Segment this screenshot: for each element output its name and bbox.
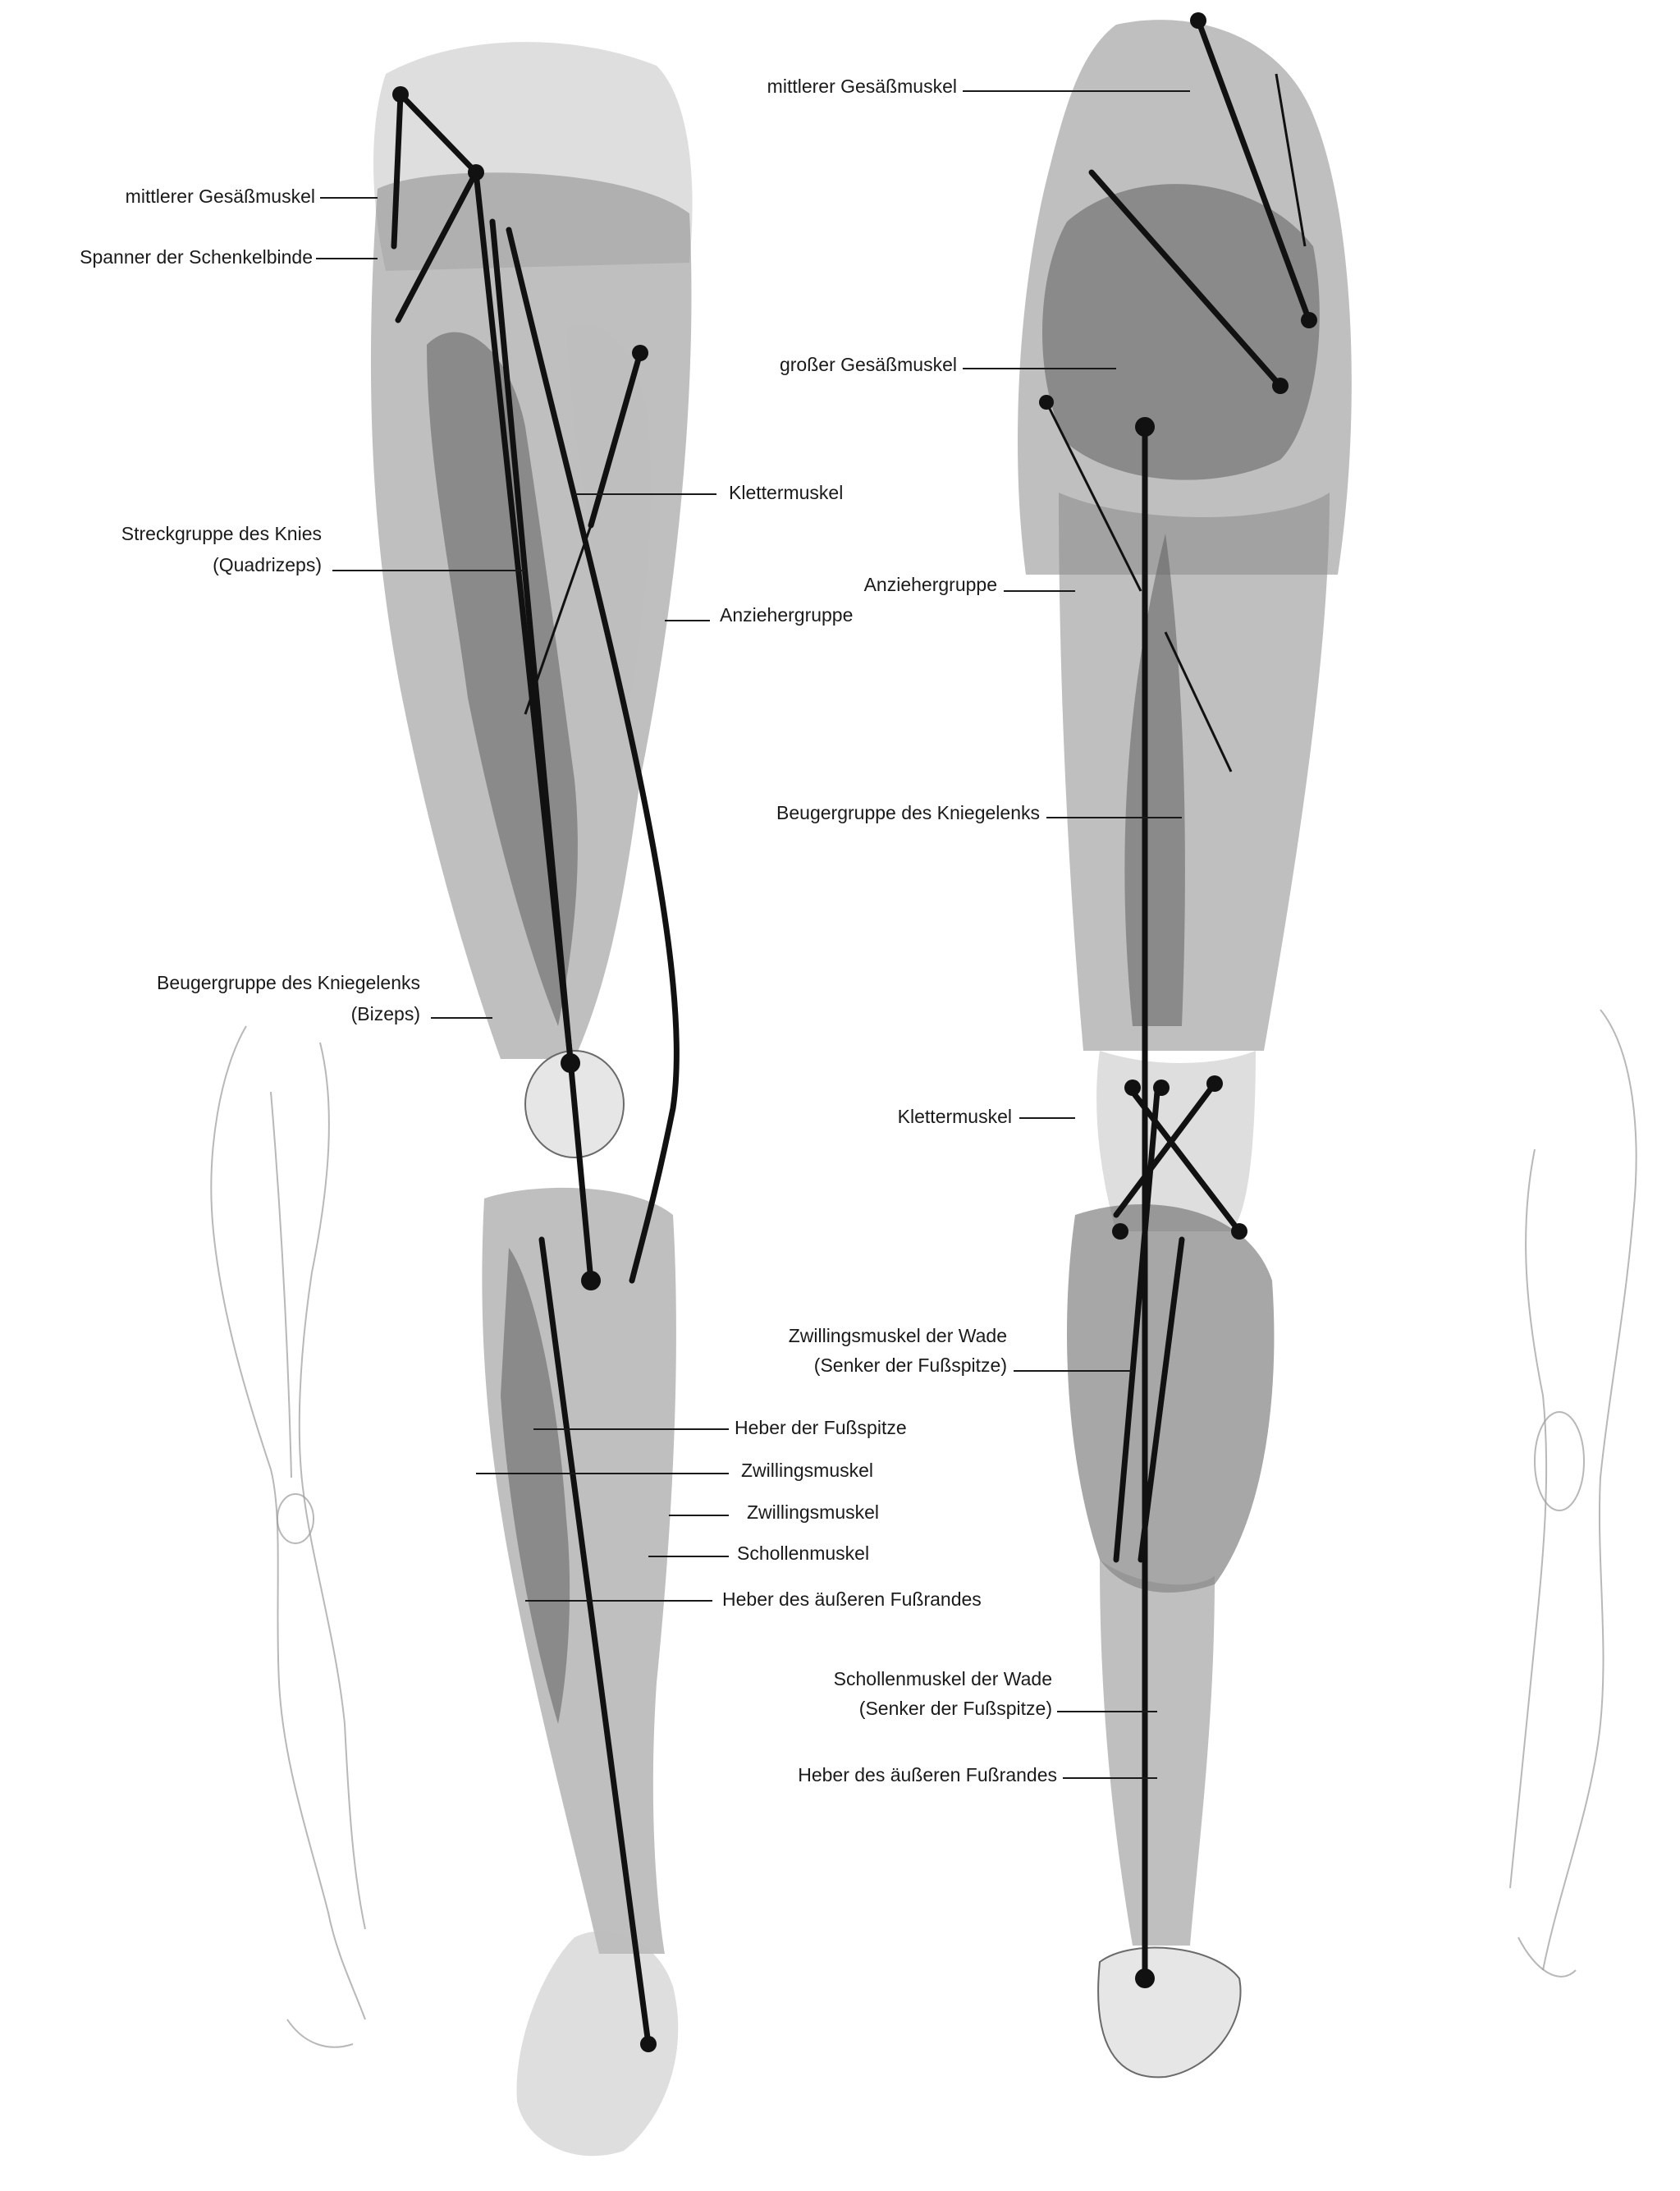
label-front-zwillingsmuskel-2: Zwillingsmuskel (747, 1501, 879, 1523)
label-back-grosser-gesaessmuskel: großer Gesäßmuskel (780, 354, 957, 375)
label-front-zwillingsmuskel-1: Zwillingsmuskel (741, 1460, 873, 1481)
label-front-spanner-schenkelbinde: Spanner der Schenkelbinde (80, 246, 313, 268)
label-back-heber-aeusseren-fussrandes: Heber des äußeren Fußrandes (798, 1764, 1057, 1785)
label-front-anziehergruppe: Anziehergruppe (720, 604, 853, 626)
label-back-zwillingsmuskel-wade: Zwillingsmuskel der Wade (789, 1325, 1007, 1346)
label-front-schollenmuskel: Schollenmuskel (737, 1542, 869, 1564)
label-back-beugergruppe-kniegelenk: Beugergruppe des Kniegelenks (776, 802, 1040, 823)
label-back-anziehergruppe: Anziehergruppe (864, 574, 997, 595)
label-front-mittlerer-gesaessmuskel: mittlerer Gesäßmuskel (126, 186, 315, 207)
label-front-streckgruppe-knie: Streckgruppe des Knies (121, 523, 322, 544)
label-back-schollenmuskel-wade-sub: (Senker der Fußspitze) (859, 1698, 1052, 1719)
left-sketch-leg (211, 1026, 365, 2047)
label-back-klettermuskel: Klettermuskel (898, 1106, 1012, 1127)
label-front-beugergruppe-bizeps-sub: (Bizeps) (351, 1003, 420, 1024)
back-view-labels: mittlerer Gesäßmuskel großer Gesäßmuskel… (767, 76, 1057, 1785)
label-front-heber-fussspitze: Heber der Fußspitze (735, 1417, 907, 1438)
label-back-zwillingsmuskel-wade-sub: (Senker der Fußspitze) (814, 1354, 1007, 1376)
back-leg-illustration (1018, 20, 1352, 2077)
label-front-klettermuskel: Klettermuskel (729, 482, 843, 503)
label-front-beugergruppe-bizeps: Beugergruppe des Kniegelenks (157, 972, 420, 993)
right-sketch-leg (1510, 1010, 1637, 1977)
label-front-streckgruppe-knie-sub: (Quadrizeps) (213, 554, 322, 575)
label-back-schollenmuskel-wade: Schollenmuskel der Wade (834, 1668, 1052, 1689)
label-back-mittlerer-gesaessmuskel: mittlerer Gesäßmuskel (767, 76, 957, 97)
label-front-heber-aeusseren-fussrandes: Heber des äußeren Fußrandes (722, 1588, 982, 1610)
